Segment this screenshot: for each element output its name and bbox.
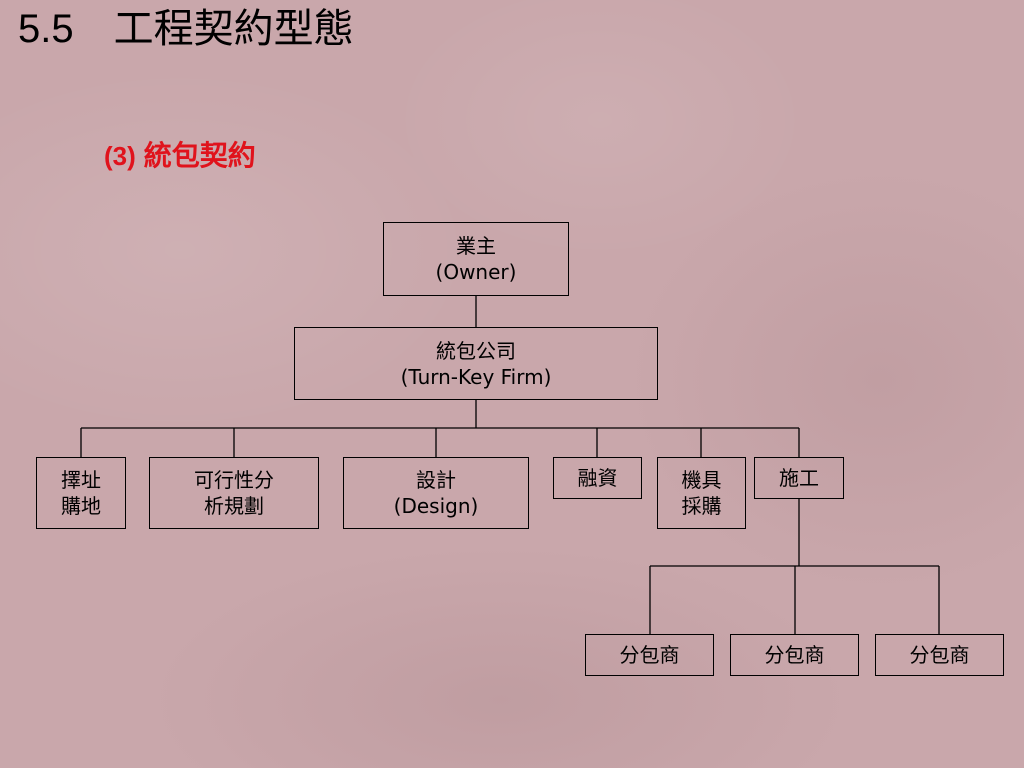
task-box-financing: 融資 bbox=[553, 457, 642, 499]
owner-label-zh: 業主 bbox=[456, 234, 496, 258]
subcontractor-label: 分包商 bbox=[909, 643, 970, 667]
section-title-text: 工程契約型態 bbox=[113, 6, 354, 52]
subcontractor-box: 分包商 bbox=[875, 634, 1004, 676]
task-label: (Design) bbox=[393, 494, 479, 518]
task-label: 施工 bbox=[779, 466, 819, 490]
section-number: 5.5 bbox=[18, 7, 74, 51]
task-label: 融資 bbox=[577, 466, 618, 490]
turnkey-firm-box: 統包公司 (Turn-Key Firm) bbox=[294, 327, 658, 400]
turnkey-label-zh: 統包公司 bbox=[436, 338, 516, 363]
slide-title: 5.5 工程契約型態 bbox=[18, 2, 354, 56]
subsection-number: (3) bbox=[104, 141, 136, 171]
subcontractor-label: 分包商 bbox=[764, 643, 825, 667]
task-box-design: 設計 (Design) bbox=[343, 457, 529, 529]
task-label: 採購 bbox=[681, 494, 722, 518]
task-box-site-selection: 擇址 購地 bbox=[36, 457, 126, 529]
task-label: 機具 bbox=[681, 468, 722, 492]
subcontractor-box: 分包商 bbox=[730, 634, 859, 676]
task-label: 可行性分 bbox=[194, 468, 274, 492]
task-box-equipment-procurement: 機具 採購 bbox=[657, 457, 746, 529]
owner-box: 業主 (Owner) bbox=[383, 222, 569, 296]
task-box-construction: 施工 bbox=[754, 457, 844, 499]
owner-label-en: (Owner) bbox=[435, 260, 517, 284]
task-box-feasibility: 可行性分 析規劃 bbox=[149, 457, 319, 529]
turnkey-label-en: (Turn-Key Firm) bbox=[400, 364, 552, 389]
task-label: 析規劃 bbox=[204, 494, 264, 518]
task-label: 購地 bbox=[61, 494, 101, 518]
subcontractor-label: 分包商 bbox=[619, 643, 680, 667]
subsection-title-text: 統包契約 bbox=[143, 139, 256, 172]
subsection-heading: (3)統包契約 bbox=[104, 136, 256, 176]
task-label: 擇址 bbox=[61, 468, 101, 492]
subcontractor-box: 分包商 bbox=[585, 634, 714, 676]
task-label: 設計 bbox=[416, 468, 456, 492]
